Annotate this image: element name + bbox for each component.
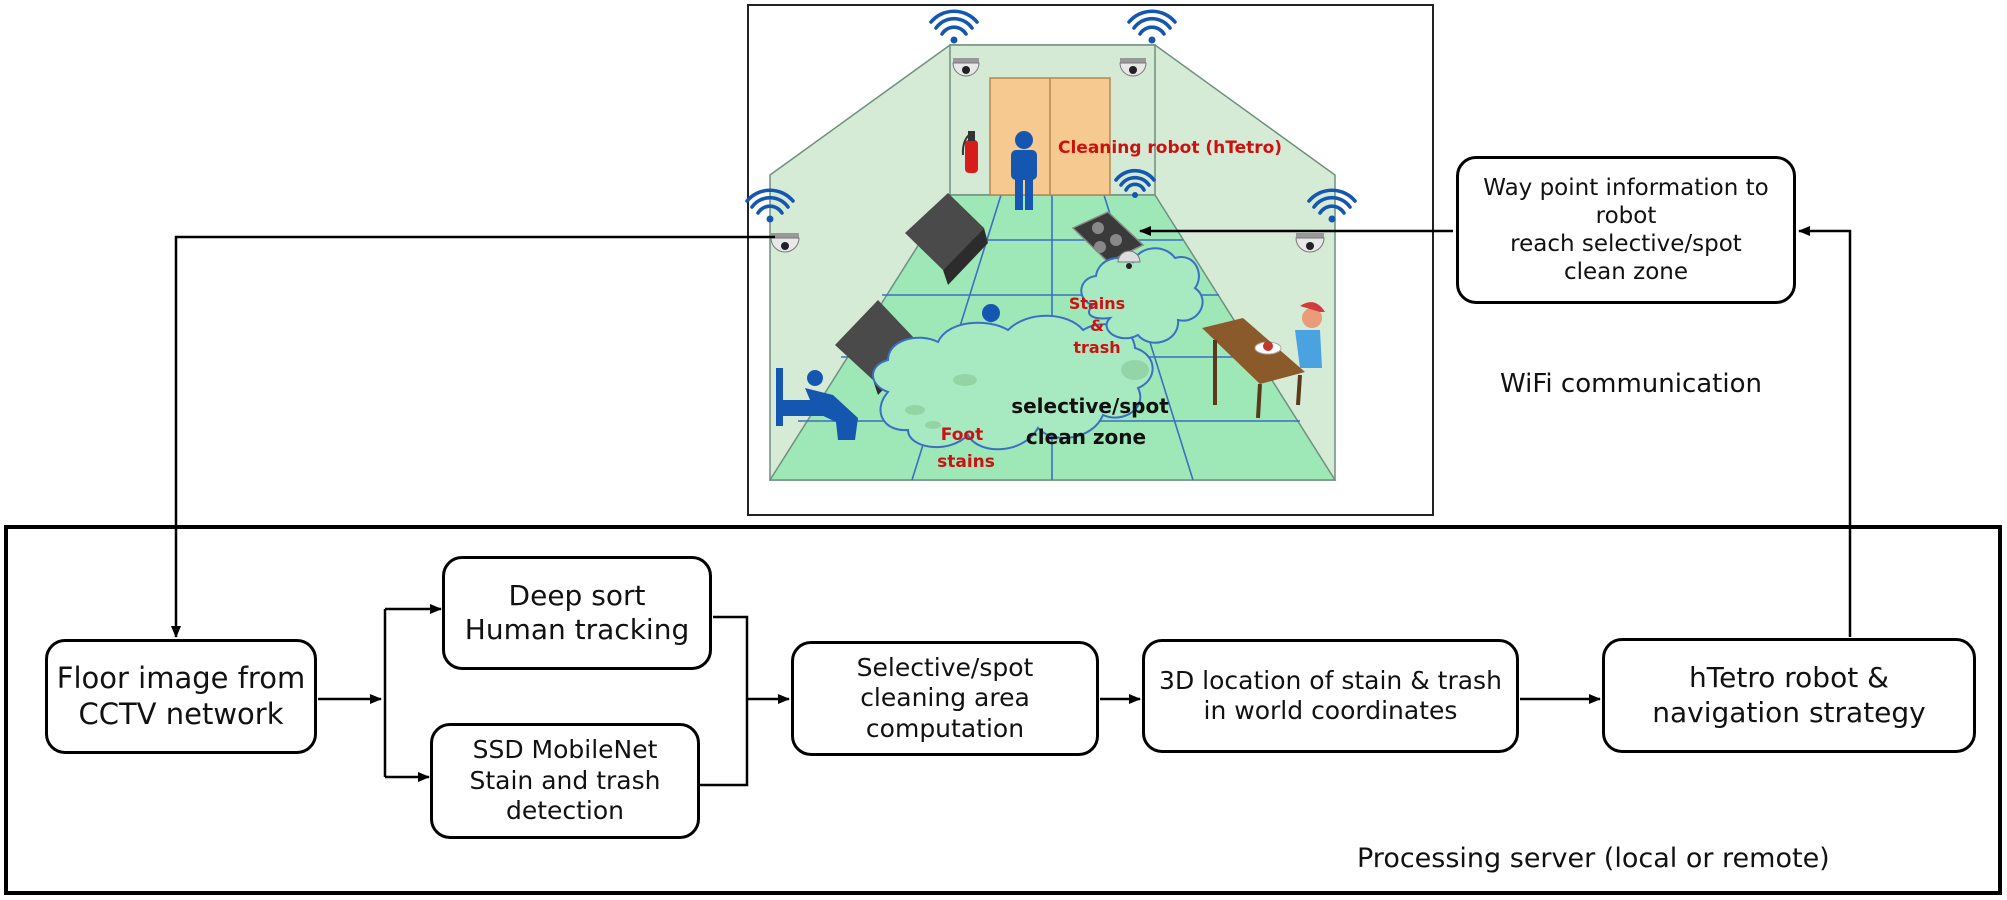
seated-person-icon (776, 368, 858, 440)
floor-image-node: Floor image from CCTV network (45, 639, 317, 754)
stain-marks (905, 360, 1149, 429)
deep-sort-node: Deep sort Human tracking (442, 556, 712, 670)
zone-label: clean zone (1026, 425, 1146, 449)
person-icon (1011, 131, 1037, 210)
wifi-icon (929, 9, 979, 36)
zone-label: selective/spot (1011, 394, 1169, 418)
wifi-icon (1114, 168, 1156, 192)
dirt-cloud (872, 314, 1154, 451)
ssd-mobilenet-node: SSD MobileNet Stain and trash detection (430, 723, 700, 839)
htetro-node: hTetro robot & navigation strategy (1602, 638, 1976, 753)
dirt-cloud (1080, 247, 1204, 344)
stains-label: trash (1073, 338, 1120, 357)
robot-label: Cleaning robot (hTetro) (1058, 138, 1282, 158)
cctv-camera-icon (1119, 58, 1147, 77)
cctv-camera-icon (770, 233, 800, 253)
cctv-camera-icon (952, 58, 980, 77)
wifi-communication-label: WiFi communication (1500, 369, 1762, 399)
foot-stains-label: stains (937, 452, 995, 472)
cleaning-robot-icon (1071, 211, 1145, 263)
wifi-icon (745, 188, 795, 215)
dining-table-icon (1202, 302, 1325, 419)
processing-server-label: Processing server (local or remote) (1357, 843, 1830, 874)
waypoint-info-box: Way point information to robot reach sel… (1456, 156, 1796, 304)
wifi-icon (1307, 188, 1357, 215)
door (989, 77, 1111, 196)
cctv-camera-icon (1295, 233, 1325, 253)
stains-label: Stains (1069, 294, 1125, 313)
3d-location-node: 3D location of stain & trash in world co… (1142, 639, 1519, 753)
stains-label: & (1090, 316, 1104, 335)
processing-server-frame (4, 525, 2002, 895)
wifi-icon (1127, 9, 1177, 36)
cleaning-area-node: Selective/spot cleaning area computation (791, 641, 1099, 756)
wifi-sensor-icon (1117, 250, 1141, 269)
room-scene: Cleaning robot (hTetro) Stains & trash F… (745, 4, 1434, 516)
connectors (171, 226, 1852, 787)
fire-extinguisher-icon (961, 131, 978, 173)
foot-stains-label: Foot (941, 425, 983, 445)
sofa-icon (905, 193, 988, 285)
